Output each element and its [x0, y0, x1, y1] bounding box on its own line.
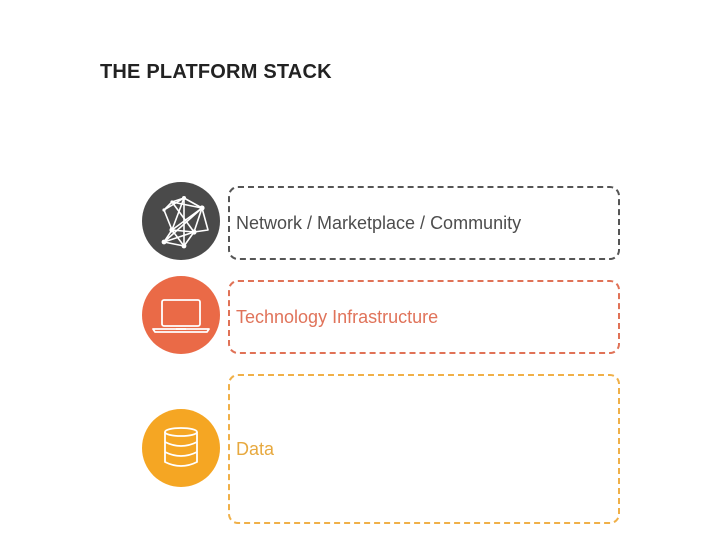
data-layer-badge — [142, 409, 220, 487]
database-icon — [164, 427, 198, 467]
page-title: THE PLATFORM STACK — [100, 61, 332, 83]
technology-layer-box: Technology Infrastructure — [228, 280, 620, 354]
network-layer-label: Network / Marketplace / Community — [236, 213, 522, 233]
technology-layer-label: Technology Infrastructure — [236, 307, 439, 327]
data-layer-box: Data — [228, 374, 620, 524]
technology-layer-badge — [142, 276, 220, 354]
network-layer-badge — [142, 182, 220, 260]
laptop-icon — [152, 299, 210, 333]
data-layer-label: Data — [236, 439, 275, 459]
network-layer-box: Network / Marketplace / Community — [228, 186, 620, 260]
network-graph-icon — [161, 196, 209, 249]
